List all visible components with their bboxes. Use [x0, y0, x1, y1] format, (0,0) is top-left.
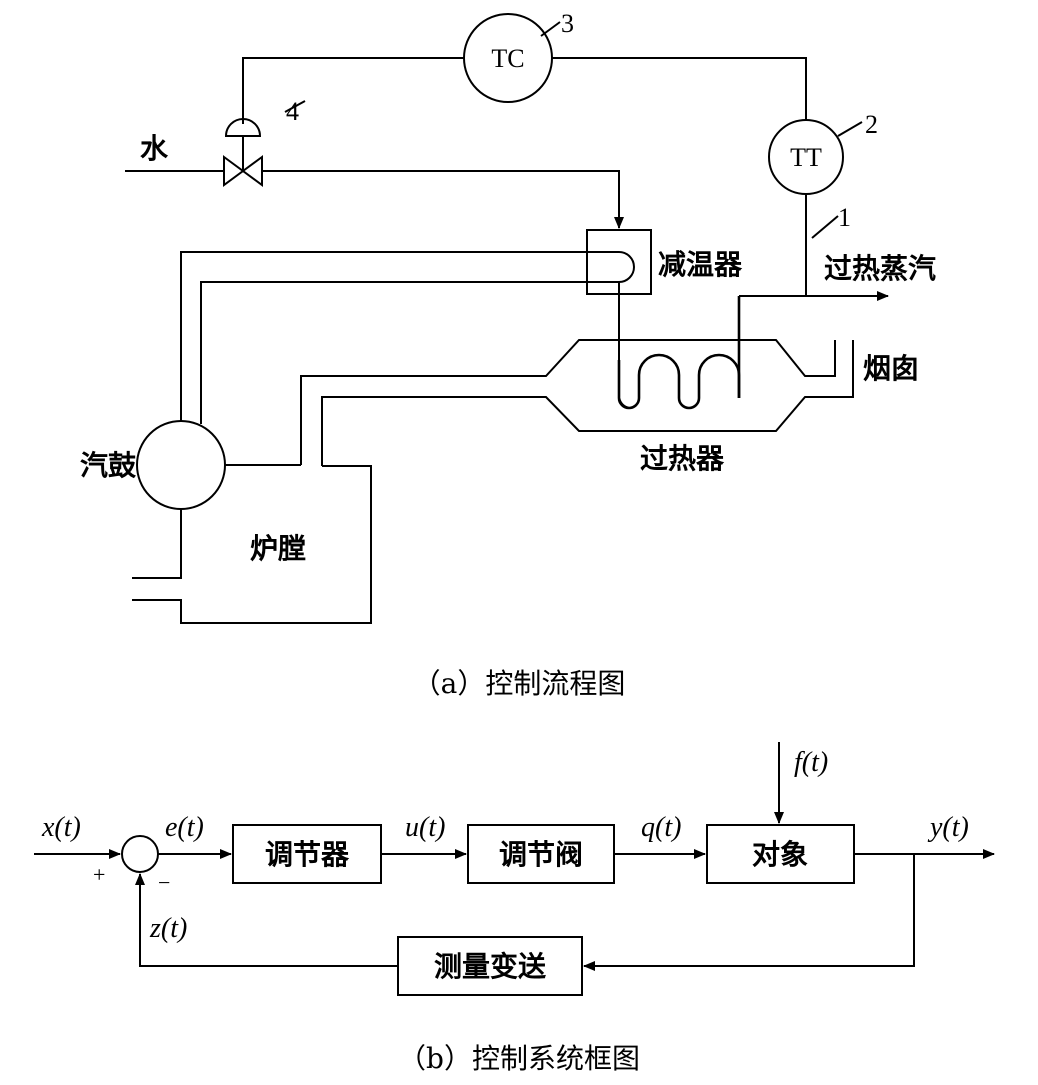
steam-drum	[136, 420, 226, 510]
f-signal-label: f(t)	[794, 747, 828, 778]
valve-block	[467, 824, 615, 884]
tag-3: 3	[561, 9, 574, 38]
y-signal-label: y(t)	[927, 812, 969, 843]
tag-1: 1	[838, 203, 851, 232]
tc-controller-bubble	[463, 13, 553, 103]
q-signal-label: q(t)	[641, 812, 681, 843]
superheated-steam-label: 过热蒸汽	[824, 252, 936, 285]
drum-label: 汽鼓	[80, 449, 137, 482]
minus-sign: −	[158, 870, 170, 895]
valve-body-left-icon	[223, 155, 245, 187]
tt-transmitter-bubble	[768, 119, 844, 195]
water-to-desuperheater-line	[262, 170, 624, 229]
transmitter-label: 测量变送	[434, 950, 546, 983]
feedback-to-transmitter	[583, 854, 915, 971]
valve-label: 调节阀	[499, 838, 583, 871]
signal-line-tc-to-tt	[551, 57, 807, 120]
control-block-diagram: x(t) + − e(t) 调节器 u(t) 调节阀 q(t) f(t) 对象 …	[34, 742, 995, 1075]
tag-2: 2	[865, 110, 878, 139]
caption-a: （a）控制流程图	[413, 667, 626, 700]
controller-label: 调节器	[265, 838, 350, 871]
control-valve	[223, 118, 263, 187]
plant-block	[706, 824, 855, 884]
controller-block	[232, 824, 382, 884]
u-signal-label: u(t)	[405, 812, 445, 843]
tag-leader-1	[811, 215, 839, 239]
superheater-flue-top	[300, 339, 836, 460]
plus-sign: +	[93, 862, 105, 887]
chimney-label: 烟囱	[863, 352, 919, 385]
tt-label: TT	[790, 143, 822, 172]
superheater-flue-bottom	[321, 340, 854, 466]
superheater-coil-inner	[617, 353, 741, 410]
furnace-body	[132, 465, 372, 624]
tag-leader-3	[540, 21, 561, 37]
desuperheater-label: 减温器	[658, 248, 743, 281]
caption-b: （b）控制系统框图	[398, 1042, 640, 1075]
furnace-left-upper	[132, 509, 182, 579]
x-signal-label: x(t)	[41, 812, 81, 843]
furnace-label: 炉膛	[250, 532, 306, 565]
summing-junction	[121, 835, 159, 873]
feedback-to-junction	[135, 873, 398, 967]
drum-to-desuperheater-pipe	[180, 251, 635, 440]
process-flow-diagram: TC 3 TT 2 1 4 水 减温器 烟囱	[80, 9, 936, 700]
tag-leader-2	[837, 121, 863, 137]
e-signal-label: e(t)	[165, 812, 204, 843]
plant-label: 对象	[752, 838, 808, 871]
z-signal-label: z(t)	[149, 913, 187, 944]
valve-body-right-icon	[241, 155, 263, 187]
signal-line-tc-to-valve	[242, 57, 465, 124]
superheater-label: 过热器	[640, 442, 725, 475]
water-label: 水	[140, 132, 169, 165]
tag-4: 4	[286, 97, 299, 126]
tc-label: TC	[491, 44, 524, 73]
valve-actuator-icon	[224, 118, 262, 137]
tag-leader-4	[284, 100, 306, 113]
